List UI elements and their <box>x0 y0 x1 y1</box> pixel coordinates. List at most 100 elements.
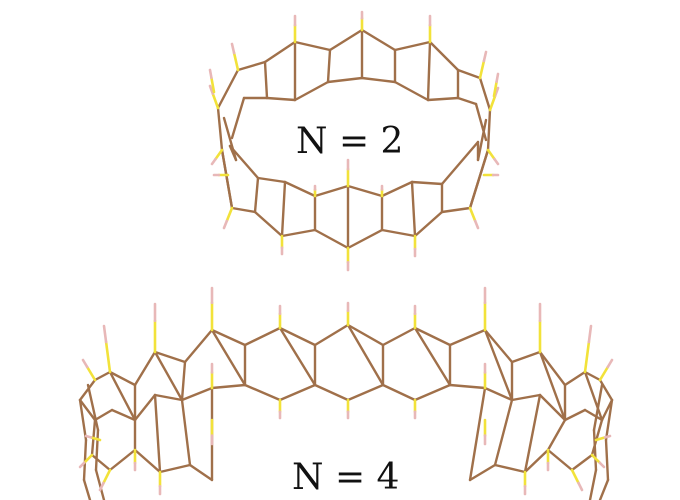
n2-hydrogen-top <box>488 94 497 112</box>
n2-hydrogen-bottom <box>225 206 234 223</box>
belt-n4-front-right <box>468 463 497 482</box>
belt-n4-lower-inner <box>93 408 114 422</box>
belt-n4-lower-inner <box>510 393 542 402</box>
n2-hydrogen-top <box>492 80 498 98</box>
belt-n4-upper-rim <box>583 370 602 382</box>
belt-n4-right-wall <box>604 438 610 482</box>
belt-n4-upper-rim <box>183 328 214 364</box>
belt-n4-upper-rim <box>313 323 350 347</box>
belt-n4-rung <box>483 328 514 402</box>
belt-n4-front-left <box>108 448 137 472</box>
belt-n4-lower-inner <box>153 393 184 402</box>
belt-n4-rung <box>278 326 317 387</box>
belt-n2-lower-rung <box>253 176 260 214</box>
belt-n2-upper-rung <box>263 60 269 100</box>
belt-n4-upper-rim <box>413 326 452 347</box>
belt-n4-rung <box>180 360 187 402</box>
belt-n2-lower-rung <box>280 180 287 238</box>
belt-n4-upper-rim <box>346 323 385 347</box>
belt-n4-left-wall <box>86 383 100 432</box>
belt-n4-lower-inner <box>210 383 247 390</box>
n2-hydrogen-bottom <box>486 148 496 161</box>
belt-n2-lower-rim <box>380 228 417 238</box>
n4-hydrogen-top <box>598 365 610 382</box>
n2-hydrogen-top <box>478 59 486 80</box>
belt-n4-right-wall <box>588 468 598 500</box>
n4-hydrogen-bottom <box>570 468 580 485</box>
n4-hydrogen-top <box>81 358 89 369</box>
belt-n4-side-rung <box>468 386 487 482</box>
belt-n2-right-wall <box>476 118 488 162</box>
n2-hydrogen-top <box>208 84 215 95</box>
belt-n4-lower-inner <box>563 408 587 422</box>
belt-n2-upper-rim <box>428 40 460 72</box>
n2-hydrogen-top <box>495 72 500 83</box>
belt-n4-front-left <box>90 453 112 472</box>
belt-n4-upper-rim <box>483 328 514 364</box>
belt-n4-rung <box>413 326 452 387</box>
belt-n4-front-right <box>570 453 594 472</box>
belt-n4-upper-rim <box>278 326 317 347</box>
belt-n4-lower-inner <box>448 383 487 390</box>
n4-hydrogen-top <box>104 340 112 374</box>
n4-hydrogen-bottom <box>594 436 607 442</box>
belt-n2-right-wall <box>486 108 492 152</box>
belt-n4-front-right <box>523 448 550 474</box>
belt-n2-lower-inner <box>346 184 384 198</box>
belt-n2-upper-rung <box>326 48 332 84</box>
belt-n4-right-wall <box>598 478 610 500</box>
belt-n4-upper-rim <box>448 328 487 347</box>
belt-n2-right-wall <box>468 148 490 210</box>
belt-n4-front-left <box>158 463 192 474</box>
belt-n4-front-right <box>546 448 574 472</box>
n4-hydrogen-bottom <box>89 436 102 442</box>
label-n4: N = 4 <box>292 457 400 498</box>
belt-n4-left-wall <box>94 468 106 500</box>
belt-n4-rung <box>346 323 385 387</box>
belt-n4-upper-rim <box>133 350 157 387</box>
belt-n2-left-wall <box>216 106 224 152</box>
belt-n4-side-rung <box>493 398 514 467</box>
belt-n4-lower-inner <box>346 383 385 402</box>
belt-n2-left-wall <box>228 144 238 162</box>
belt-n2-lower-rim <box>280 228 317 238</box>
belt-n4-lower-inner <box>110 408 137 422</box>
n2-hydrogen-top <box>232 51 240 72</box>
belt-n4-rung <box>538 350 567 422</box>
belt-n2-upper-rim <box>236 60 267 72</box>
n4-hydrogen-bottom <box>84 434 93 439</box>
belt-n4-lower-inner <box>583 408 604 422</box>
n4-hydrogen-bottom <box>78 461 86 469</box>
belt-n4-lower-inner <box>483 386 514 402</box>
belt-n4-rung <box>108 370 137 422</box>
n4-hydrogen-bottom <box>102 468 112 485</box>
n4-hydrogen-top <box>587 324 593 344</box>
belt-n4-lower-inner <box>538 393 567 422</box>
belt-n4-upper-rim <box>510 350 542 364</box>
belt-n4-front-left <box>133 448 162 474</box>
n2-hydrogen-top <box>230 42 236 55</box>
belt-n4-upper-rim <box>153 350 187 364</box>
belt-n2-upper-inner <box>360 76 397 84</box>
belt-n4-upper-rim <box>93 370 112 382</box>
n4-hydrogen-bottom <box>98 481 105 492</box>
belt-n2-lower-rung <box>410 180 417 238</box>
belt-n2-upper-rim <box>456 68 482 80</box>
n2-hydrogen-bottom <box>493 157 500 166</box>
belt-n2-upper-rung <box>426 40 432 102</box>
n2-hydrogen-top <box>211 92 220 110</box>
belt-n4-upper-rim <box>210 328 247 347</box>
n2-hydrogen-top <box>482 50 488 63</box>
belt-n2-lower-rim <box>253 210 284 238</box>
belt-n4-side-rung <box>153 393 162 474</box>
n4-hydrogen-bottom <box>82 453 94 465</box>
belt-n4-lower-inner <box>381 383 417 402</box>
belt-n4-right-wall <box>592 428 598 472</box>
belt-n2-upper-rim <box>478 76 492 112</box>
belt-n2-lower-inner <box>313 184 350 198</box>
belt-n4-front-left <box>188 463 214 482</box>
belt-n2-lower-rim <box>413 210 444 238</box>
belt-n2-upper-rim <box>328 28 364 52</box>
belt-n4-rung <box>153 350 184 402</box>
belt-n4-lower-inner <box>278 383 317 402</box>
